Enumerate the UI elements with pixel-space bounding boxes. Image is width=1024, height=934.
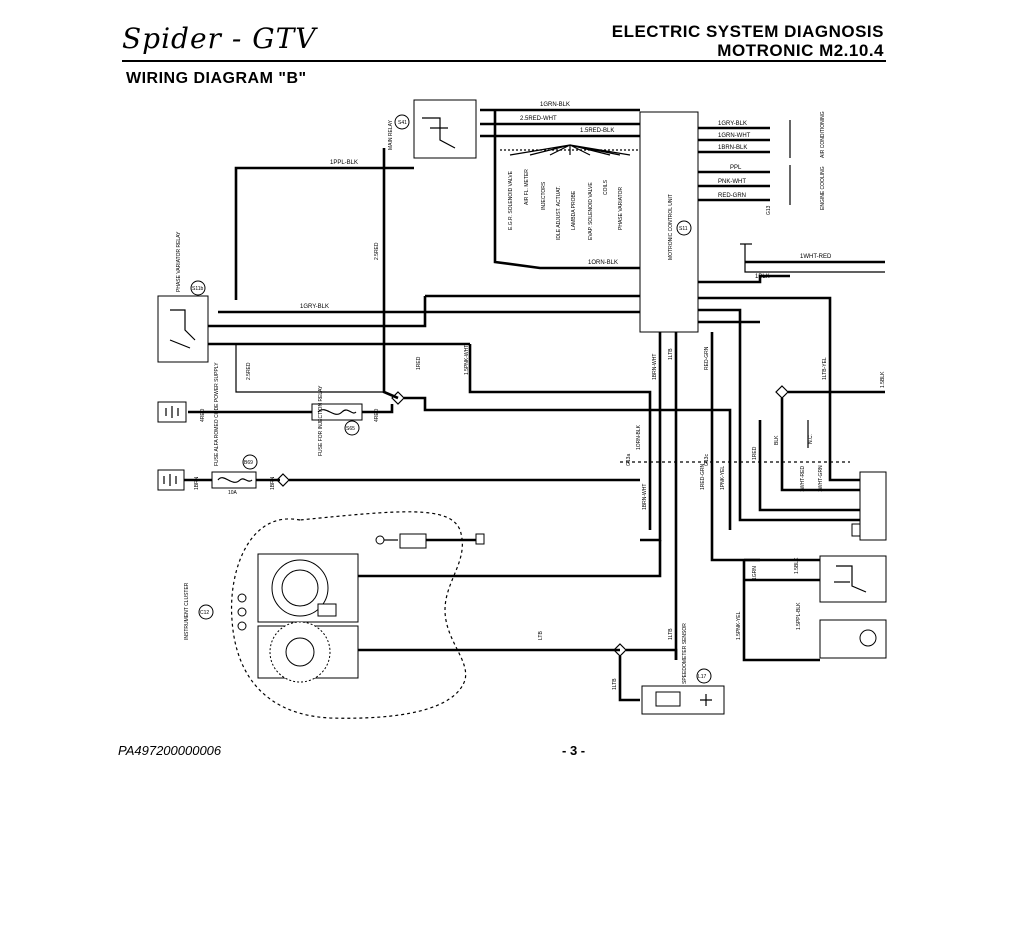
output-air-meter: AIR FL. METER xyxy=(524,169,530,205)
lower-right-relay xyxy=(819,555,887,603)
wire-ppl-blk: 1PPL-BLK xyxy=(330,160,358,166)
wire-pnk-wht-15: 1.5PNK-WHT xyxy=(464,345,470,375)
wire-grn-wht-r: 1GRN-WHT xyxy=(718,133,751,139)
cluster-ref: C12 xyxy=(200,610,209,616)
output-phase-variator: PHASE VARIATOR xyxy=(618,187,624,230)
label-g13: G13 xyxy=(766,205,772,215)
wire-blk-1: 1BLK xyxy=(755,274,770,280)
control-unit-ref: S11 xyxy=(679,226,688,232)
phase-relay-label: PHASE VARIATOR RELAY xyxy=(176,231,182,292)
section-title: WIRING DIAGRAM "B" xyxy=(126,70,307,87)
wire-red-4: 4RED xyxy=(200,408,206,422)
wire-ltb-yel: 1LTB-YEL xyxy=(822,357,828,380)
right-connector-block xyxy=(851,471,887,541)
wire-brn-wht: 1BRN-WHT xyxy=(652,354,658,380)
label-nc: N.C. xyxy=(808,434,814,444)
main-relay-ref: S41 xyxy=(398,120,407,126)
fuse-code-label: FUSE ALFA ROMEO CODE POWER SUPPLY xyxy=(214,362,220,466)
document-title-line1: ELECTRIC SYSTEM DIAGNOSIS xyxy=(611,22,884,41)
wire-blk-v2: 1.5BLK xyxy=(794,557,800,574)
fuse-injection-ref: S65 xyxy=(346,426,355,432)
label-engine-cooling: ENGINE COOLING xyxy=(820,166,826,210)
label-air-conditioning: AIR CONDITIONING xyxy=(820,111,826,158)
instrument-cluster: C12 INSTRUMENT CLUSTER xyxy=(184,511,467,719)
wire-wht-red-v: 1WHT-RED xyxy=(800,466,806,493)
output-lambda: LAMBDA PROBE xyxy=(571,190,577,230)
wire-red-25: 2.5RED xyxy=(374,242,380,260)
main-relay: S41 MAIN RELAY xyxy=(388,99,477,159)
wire-gry-blk-mid: 1GRY-BLK xyxy=(300,304,329,310)
output-egr: E.G.R. SOLENOID VALVE xyxy=(508,170,514,230)
page-number: - 3 - xyxy=(562,743,586,758)
wire-ltb-v2: LTB xyxy=(538,631,544,640)
wire-brn-b: 1BRN xyxy=(270,476,276,490)
phase-variator-relay: S11b PHASE VARIATOR RELAY xyxy=(157,231,209,363)
wire-pnk-yel-v: 1.5PNK-YEL xyxy=(736,611,742,640)
wire-orn-blk-v: 1ORN-BLK xyxy=(636,424,642,450)
speedometer-sensor: L17 SPEEDOMETER SENSOR xyxy=(641,623,725,715)
wire-red-wht: 2.5RED-WHT xyxy=(520,116,557,122)
wire-red-grn-r: RED-GRN xyxy=(718,193,746,199)
label-g13b: G13c xyxy=(704,454,710,466)
output-coils: COILS xyxy=(603,179,609,195)
speedometer-ref: L17 xyxy=(698,674,707,680)
speedometer-label: SPEEDOMETER SENSOR xyxy=(682,623,688,684)
output-injectors: INJECTORS xyxy=(541,181,547,210)
wire-red-grn-v2: 1RED-GRN xyxy=(700,463,706,490)
fuse-injection-relay: S65 FUSE FOR INJECTION RELAY xyxy=(311,385,363,456)
wire-ltb: 1LTB xyxy=(668,348,674,360)
wire-red-v: 1RED xyxy=(752,446,758,460)
logo-text: Spider - GTV xyxy=(122,22,317,55)
wire-orn-blk: 1ORN-BLK xyxy=(588,260,618,266)
wire-ltb-v3: 1LTB xyxy=(612,678,618,690)
wire-ppl-blk-v: 1.5PPL-BLK xyxy=(796,602,802,630)
wire-red-1: 1RED xyxy=(416,356,422,370)
battery-supply xyxy=(157,401,187,423)
wire-wht-red: 1WHT-RED xyxy=(800,254,832,260)
wire-red-25b: 2.5RED xyxy=(246,362,252,380)
fuse-injection-label: FUSE FOR INJECTION RELAY xyxy=(318,385,324,456)
phase-relay-ref: S11b xyxy=(192,286,204,292)
wire-brn-wht-v: 1BRN-WHT xyxy=(642,484,648,510)
wire-brn-10a: 1BRN xyxy=(194,476,200,490)
wire-blk-15: 1.5BLK xyxy=(880,371,886,388)
wire-grn-blk-top: 1GRN-BLK xyxy=(540,102,570,108)
wire-blk-v: BLK xyxy=(774,435,780,445)
wire-brn-blk-r: 1BRN-BLK xyxy=(718,145,747,151)
wire-ppl-r: PPL xyxy=(730,165,742,171)
motronic-control-unit: MOTRONIC CONTROL UNIT S11 xyxy=(639,111,699,333)
label-g13a: G13a xyxy=(626,454,632,466)
wire-red-blk-top: 1.5RED-BLK xyxy=(580,128,614,134)
output-evap: EVAP. SOLENOID VALVE xyxy=(588,182,594,240)
wire-red-4b: 4RED xyxy=(374,408,380,422)
brand-logo: Spider - GTV xyxy=(122,22,362,58)
wire-red-grn-v: RED-GRN xyxy=(704,346,710,370)
wire-ltb-v: 1LTB xyxy=(668,628,674,640)
relay-output-list: E.G.R. SOLENOID VALVE AIR FL. METER INJE… xyxy=(508,169,624,240)
fuse-rating: 10A xyxy=(228,490,238,496)
wire-pnk-wht-r: PNK-WHT xyxy=(718,179,746,185)
fuse-code-power-supply: 10A B69 FUSE ALFA ROMEO CODE POWER SUPPL… xyxy=(211,362,258,496)
cluster-label: INSTRUMENT CLUSTER xyxy=(184,582,190,640)
header-rule xyxy=(122,60,886,62)
fan-motor xyxy=(819,619,887,659)
main-relay-label: MAIN RELAY xyxy=(388,119,394,150)
wire-wht-grn: 1WHT-GRN xyxy=(818,465,824,492)
control-unit-label: MOTRONIC CONTROL UNIT xyxy=(668,194,674,260)
wire-grn-v: 1GRN xyxy=(752,566,758,580)
document-title-line2: MOTRONIC M2.10.4 xyxy=(717,41,884,60)
wire-pnk-yel: 1PNK-YEL xyxy=(720,466,726,490)
battery-supply-2 xyxy=(157,469,185,491)
fuse-code-ref: B69 xyxy=(244,460,253,466)
wire-gry-blk-r: 1GRY-BLK xyxy=(718,121,747,127)
output-idle: IDLE ADJUST. ACTUAT. xyxy=(556,186,562,240)
document-code: PA497200000006 xyxy=(118,743,222,758)
